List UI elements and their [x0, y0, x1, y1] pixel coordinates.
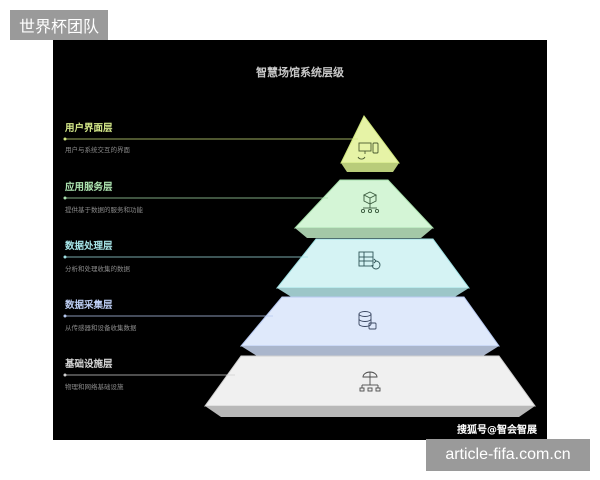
layer-name: 数据采集层 [64, 299, 113, 311]
layer-rim [277, 288, 469, 298]
layer-desc: 提供基于数据的服务和功能 [65, 205, 144, 214]
network-icon [359, 371, 381, 392]
layer-name: 数据处理层 [64, 240, 113, 252]
leader-dot [63, 196, 67, 200]
layer-user-interface: 用户界面层 用户与系统交互的界面 [63, 115, 400, 172]
pyramid-diagram: 智慧场馆系统层级 用户界面层 用户与系统交互的界面 应用服务层 提供基于数据的服… [63, 65, 537, 436]
layer-shape [239, 296, 500, 347]
layer-application-service: 应用服务层 提供基于数据的服务和功能 [63, 179, 435, 238]
layer-desc: 分析和处理收集的数据 [65, 264, 131, 273]
layer-name: 基础设施层 [64, 358, 113, 370]
layer-infrastructure: 基础设施层 物理和网络基础设施 [63, 355, 536, 417]
leader-dot [63, 373, 67, 377]
layer-data-processing: 数据处理层 分析和处理收集的数据 [63, 238, 470, 298]
layer-name: 用户界面层 [64, 122, 113, 134]
layer-shape [340, 115, 400, 164]
layer-data-collection: 数据采集层 从传感器和设备收集数据 [63, 296, 500, 356]
watermark-bottom: article-fifa.com.cn [426, 439, 590, 471]
leader-dot [63, 255, 67, 259]
leader-dot [63, 137, 67, 141]
layer-desc: 用户与系统交互的界面 [65, 145, 131, 154]
table-refresh-icon [358, 251, 381, 270]
watermark-top: 世界杯团队 [10, 10, 108, 40]
leader-dot [63, 314, 67, 318]
database-icon [358, 311, 377, 330]
layer-desc: 从传感器和设备收集数据 [65, 323, 137, 332]
diagram-title: 智慧场馆系统层级 [256, 65, 345, 79]
layer-rim [295, 228, 433, 238]
layer-name: 应用服务层 [65, 181, 113, 193]
layer-rim [341, 163, 399, 172]
layer-rim [241, 346, 499, 356]
layer-rim [205, 406, 535, 417]
pyramid-diagram-panel: 智慧场馆系统层级 用户界面层 用户与系统交互的界面 应用服务层 提供基于数据的服… [53, 40, 547, 440]
layer-desc: 物理和网络基础设施 [65, 382, 124, 391]
network-cube-icon [360, 191, 380, 214]
devices-icon [357, 142, 379, 160]
layer-shape [293, 179, 435, 229]
credit-watermark: 搜狐号@智会智展 [457, 423, 537, 436]
